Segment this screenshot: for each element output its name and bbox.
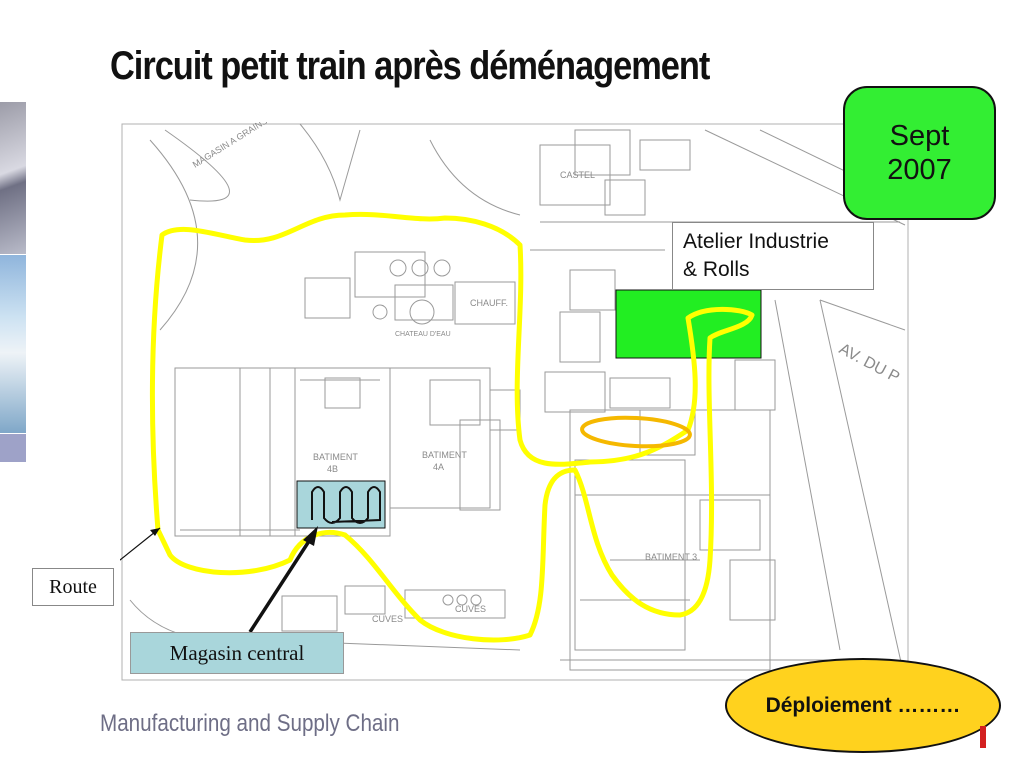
plan-label-cuves-2: CUVES <box>455 604 486 614</box>
atelier-callout-line1: Atelier Industrie <box>683 230 829 253</box>
plan-label-batiment-4a: BATIMENT <box>422 450 467 460</box>
plan-label-batiment-4b: BATIMENT <box>313 452 358 462</box>
plan-label-cuves-1: CUVES <box>372 614 403 624</box>
magasin-central-callout: Magasin central <box>130 632 344 674</box>
plan-label-castel: CASTEL <box>560 170 595 180</box>
site-plan-map: MAGASIN A GRAINS CASTEL CHAUFF. CHATEAU … <box>120 122 909 681</box>
plan-label-avenue: AV. DU P <box>836 341 902 387</box>
plan-label-4b: 4B <box>327 464 338 474</box>
plan-label-magasin-a-grains: MAGASIN A GRAINS <box>191 122 269 170</box>
orange-spur-loop <box>580 415 692 449</box>
plan-label-chateau-eau: CHATEAU D'EAU <box>395 331 451 338</box>
route-pointer-head <box>150 528 160 536</box>
storage-serpentine <box>311 486 381 524</box>
deployment-badge: Déploiement ……… <box>725 658 1001 753</box>
plan-label-batiment-3: BATIMENT 3 <box>645 552 697 562</box>
date-badge: Sept 2007 <box>843 86 996 220</box>
atelier-callout: Atelier Industrie & Rolls <box>672 222 874 290</box>
route-pointer-line <box>120 527 161 561</box>
side-photo-strip <box>0 102 26 462</box>
corner-accent <box>980 726 986 748</box>
plan-label-chauff: CHAUFF. <box>470 298 508 308</box>
slide-title: Circuit petit train après déménagement <box>110 44 710 88</box>
atelier-callout-line2: & Rolls <box>683 258 750 281</box>
footer-text: Manufacturing and Supply Chain <box>100 710 400 737</box>
date-badge-month: Sept <box>889 120 950 152</box>
plan-linework <box>121 123 909 681</box>
magasin-pointer-line <box>248 534 315 633</box>
date-badge-year: 2007 <box>887 154 952 186</box>
magasin-pointer-head <box>303 526 318 546</box>
train-route <box>149 211 755 643</box>
plan-label-4a: 4A <box>433 462 444 472</box>
route-callout: Route <box>32 568 114 606</box>
